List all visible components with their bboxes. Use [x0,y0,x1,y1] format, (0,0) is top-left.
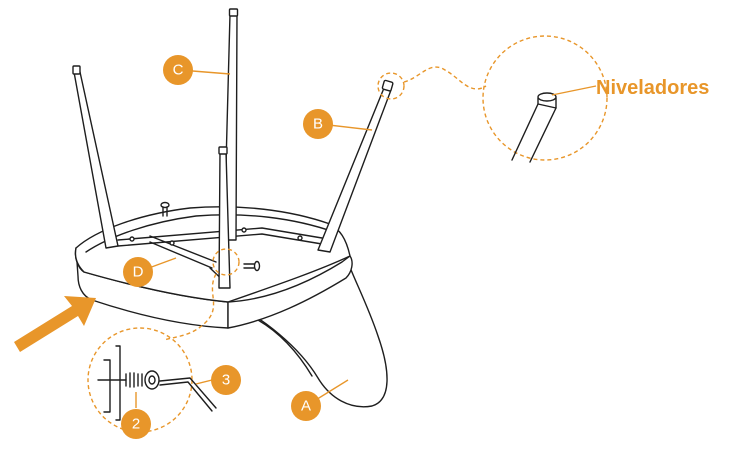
loose-screw-side [243,260,261,272]
insert-direction-arrow-icon [14,296,96,352]
badge-B: B [303,109,333,139]
svg-text:C: C [173,62,184,79]
badge-C: C [163,55,193,85]
badge-3: 3 [211,365,241,395]
loose-screw-top [160,201,170,217]
screw-zoom [87,248,240,433]
badge-2: 2 [121,409,151,439]
leveler-zoom [377,35,608,163]
svg-text:B: B [313,116,323,133]
badge-A: A [291,391,321,421]
badge-D: D [123,257,153,287]
svg-text:D: D [133,264,144,281]
svg-text:3: 3 [222,372,230,389]
callout-niveladores: Niveladores [596,77,709,99]
svg-text:A: A [301,398,311,415]
chair-legs [72,8,394,289]
svg-text:2: 2 [132,416,140,433]
